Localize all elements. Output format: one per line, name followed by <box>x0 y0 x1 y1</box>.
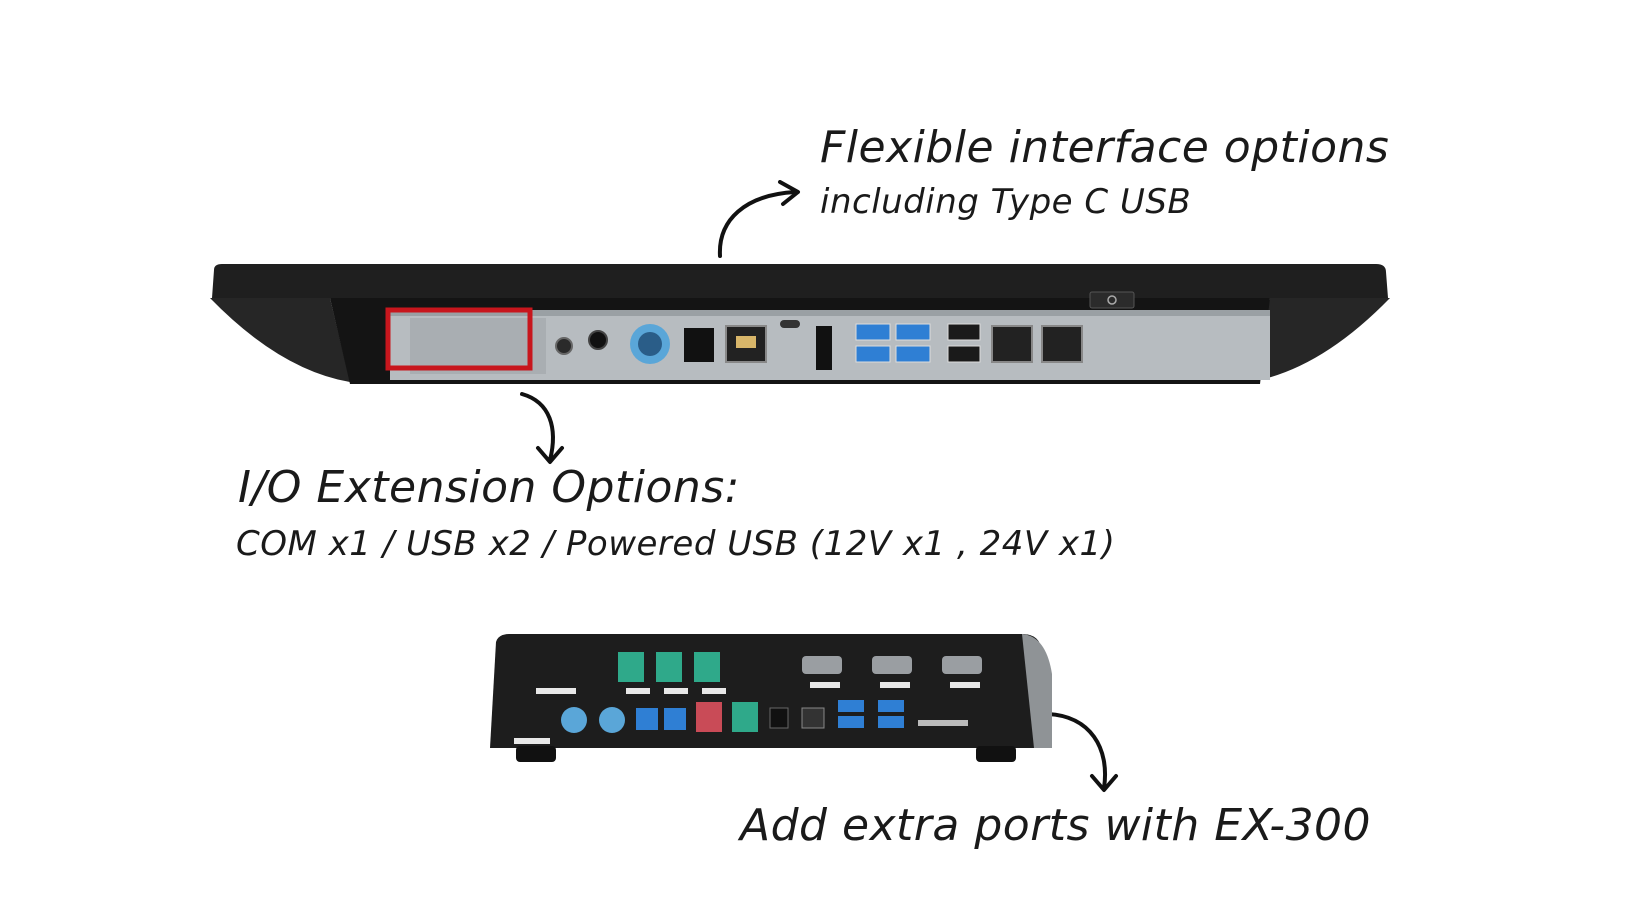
arrow-to-ex300-icon <box>1046 712 1118 792</box>
interface-callout-title: Flexible interface options <box>820 122 1390 173</box>
interface-callout-subtitle: including Type C USB <box>820 182 1192 222</box>
arrow-to-io-extension-icon <box>520 392 564 464</box>
io-extension-callout-title: I/O Extension Options: <box>238 462 741 513</box>
pos-terminal-image <box>210 264 1390 384</box>
ex300-callout-title: Add extra ports with EX-300 <box>740 800 1372 851</box>
arrow-to-interface-icon <box>717 180 800 258</box>
io-extension-callout-subtitle: COM x1 / USB x2 / Powered USB (12V x1 , … <box>236 524 1116 564</box>
ex300-expansion-box-image <box>490 634 1052 762</box>
